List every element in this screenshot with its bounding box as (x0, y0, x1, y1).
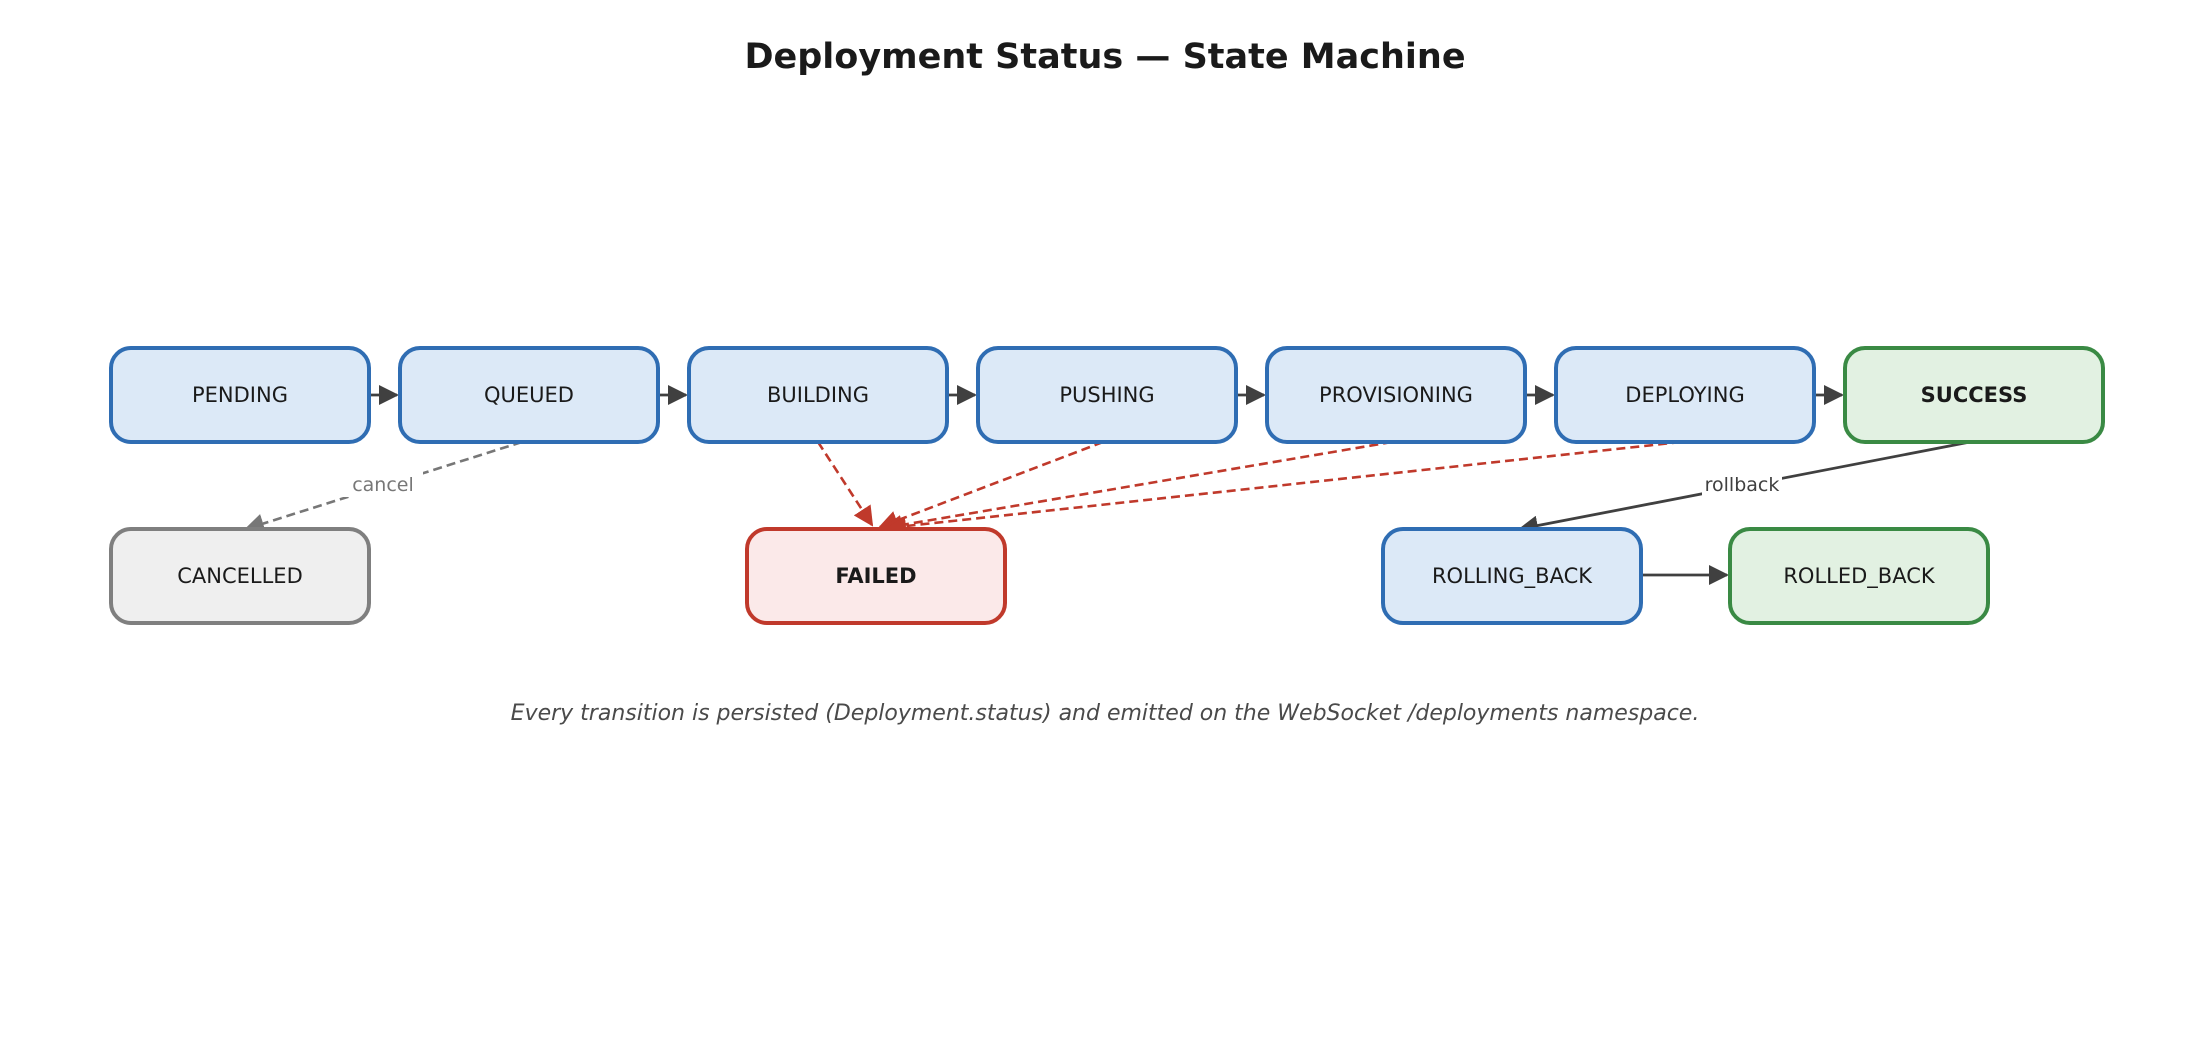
nodes-layer: PENDING QUEUED BUILDING PUSHING PROVISIONING… (109, 346, 2105, 625)
state-node-building: BUILDING (687, 346, 949, 444)
state-label: ROLLING_BACK (1432, 564, 1593, 589)
state-node-deploying: DEPLOYING (1554, 346, 1816, 444)
state-label: PUSHING (1059, 383, 1154, 407)
state-box (109, 346, 371, 444)
edge-labels-layer: cancel rollback (343, 471, 1782, 497)
state-box (745, 527, 1007, 625)
state-node-success: SUCCESS (1843, 346, 2105, 444)
edge-label-rollback: rollback (1705, 474, 1780, 496)
diagram-caption: Every transition is persisted (Deploymen… (511, 701, 1700, 726)
state-node-rolling-back: ROLLING_BACK (1381, 527, 1643, 625)
state-label: ROLLED_BACK (1783, 564, 1936, 589)
state-label: PROVISIONING (1319, 383, 1473, 407)
state-box (1381, 527, 1643, 625)
state-node-cancelled: CANCELLED (109, 527, 371, 625)
diagram-title: Deployment Status — State Machine (744, 37, 1465, 77)
state-box (976, 346, 1238, 444)
state-label: DEPLOYING (1625, 383, 1744, 407)
edges-layer (244, 385, 1971, 585)
state-box (687, 346, 949, 444)
state-label: QUEUED (484, 383, 574, 407)
state-node-failed: FAILED (745, 527, 1007, 625)
state-box (1728, 527, 1990, 625)
edge-label-background (343, 471, 423, 497)
state-box (1843, 346, 2105, 444)
edge-label-background (1702, 471, 1782, 497)
edge-pushing-to-failed (878, 440, 1104, 530)
state-node-rolled-back: ROLLED_BACK (1728, 527, 1990, 625)
state-label: PENDING (192, 383, 288, 407)
state-node-provisioning: PROVISIONING (1265, 346, 1527, 444)
edge-provisioning-to-failed (882, 440, 1393, 535)
edge-label-cancel: cancel (352, 474, 414, 496)
state-label: FAILED (835, 564, 916, 588)
state-label: BUILDING (767, 383, 869, 407)
edge-deploying-to-failed (886, 440, 1682, 537)
state-box (398, 346, 660, 444)
state-box (1265, 346, 1527, 444)
state-node-pending: PENDING (109, 346, 371, 444)
state-box (1554, 346, 1816, 444)
edge-building-to-failed (816, 441, 874, 527)
state-box (109, 527, 371, 625)
state-label: CANCELLED (177, 564, 303, 588)
state-label: SUCCESS (1921, 383, 2028, 407)
state-node-pushing: PUSHING (976, 346, 1238, 444)
state-node-queued: QUEUED (398, 346, 660, 444)
